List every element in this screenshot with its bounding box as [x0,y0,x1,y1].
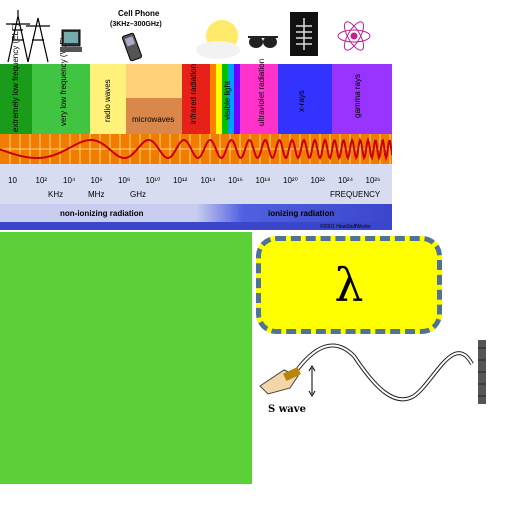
band-label-microwaves: microwaves [132,115,174,124]
band-label-visible: visible light [223,80,232,120]
frequency-tick-label: 10¹⁴ [201,176,217,185]
lambda-symbol: λ [334,258,364,312]
band-label-vlf: very low frequency (VLF) [59,37,68,126]
lambda-box: λ [256,236,442,334]
frequency-tick-label: 10⁸ [118,176,130,185]
band-label-infrared: infrared radiation [189,64,198,124]
sun-icon [196,20,240,59]
frequency-tick-label: 10¹⁶ [228,176,243,185]
green-panel [0,232,252,484]
ionizing-label: ionizing radiation [268,209,334,218]
frequency-wave [0,136,392,162]
frequency-tick-label: 10²⁶ [366,176,381,185]
band-label-gamma: gamma rays [353,74,362,118]
cell-phone-icon [121,32,143,62]
sunglasses-icon [248,36,278,48]
frequency-ticks: 10 10² 10⁴ 10⁶ 10⁸ 10¹⁰ 10¹² 10¹⁴ 10¹⁶ 10¹⁸ 10²⁰ 10… [8,176,380,185]
motion-arrow-icon [308,365,316,397]
electromagnetic-spectrum-diagram: extremely low frequency (ELF) very low f… [0,0,392,230]
cell-phone-label: Cell Phone [118,9,160,18]
frequency-tick-label: 10²⁴ [338,176,354,185]
hand-icon [259,366,301,395]
computer-icon [60,29,82,52]
frequency-tick-label: 10¹⁰ [146,176,161,185]
band-label-radio: radio waves [103,79,112,122]
band-label-xray: x-rays [297,90,306,112]
frequency-axis-label: FREQUENCY [330,190,381,199]
s-wave-label: S wave [268,404,306,415]
cell-phone-range: (3KHz–300GHz) [110,21,162,28]
frequency-tick-label: 10¹⁸ [256,176,271,185]
non-ionizing-label: non-ionizing radiation [60,209,144,218]
s-wave-illustration: S wave [259,340,486,415]
xray-film-icon [290,12,318,56]
band-label-elf: extremely low frequency (ELF) [11,23,20,132]
frequency-tick-label: 10 [8,176,17,185]
frequency-tick-label: 10²² [311,176,326,185]
wall-anchor-icon [478,340,486,404]
frequency-tick-label: 10² [36,176,48,185]
credit-text: ©2001 HowStuffWorks [320,223,371,230]
unit-ghz: GHz [130,190,146,199]
frequency-tick-label: 10¹² [173,176,188,185]
frequency-tick-label: 10⁴ [63,176,76,185]
power-tower-icon [6,10,50,63]
unit-khz: KHz [48,190,63,199]
band-label-uv: ultraviolet radiation [257,59,266,126]
unit-mhz: MHz [88,190,104,199]
frequency-tick-label: 10²⁰ [283,176,298,185]
atom-icon [337,21,371,51]
frequency-tick-label: 10⁶ [91,176,103,185]
